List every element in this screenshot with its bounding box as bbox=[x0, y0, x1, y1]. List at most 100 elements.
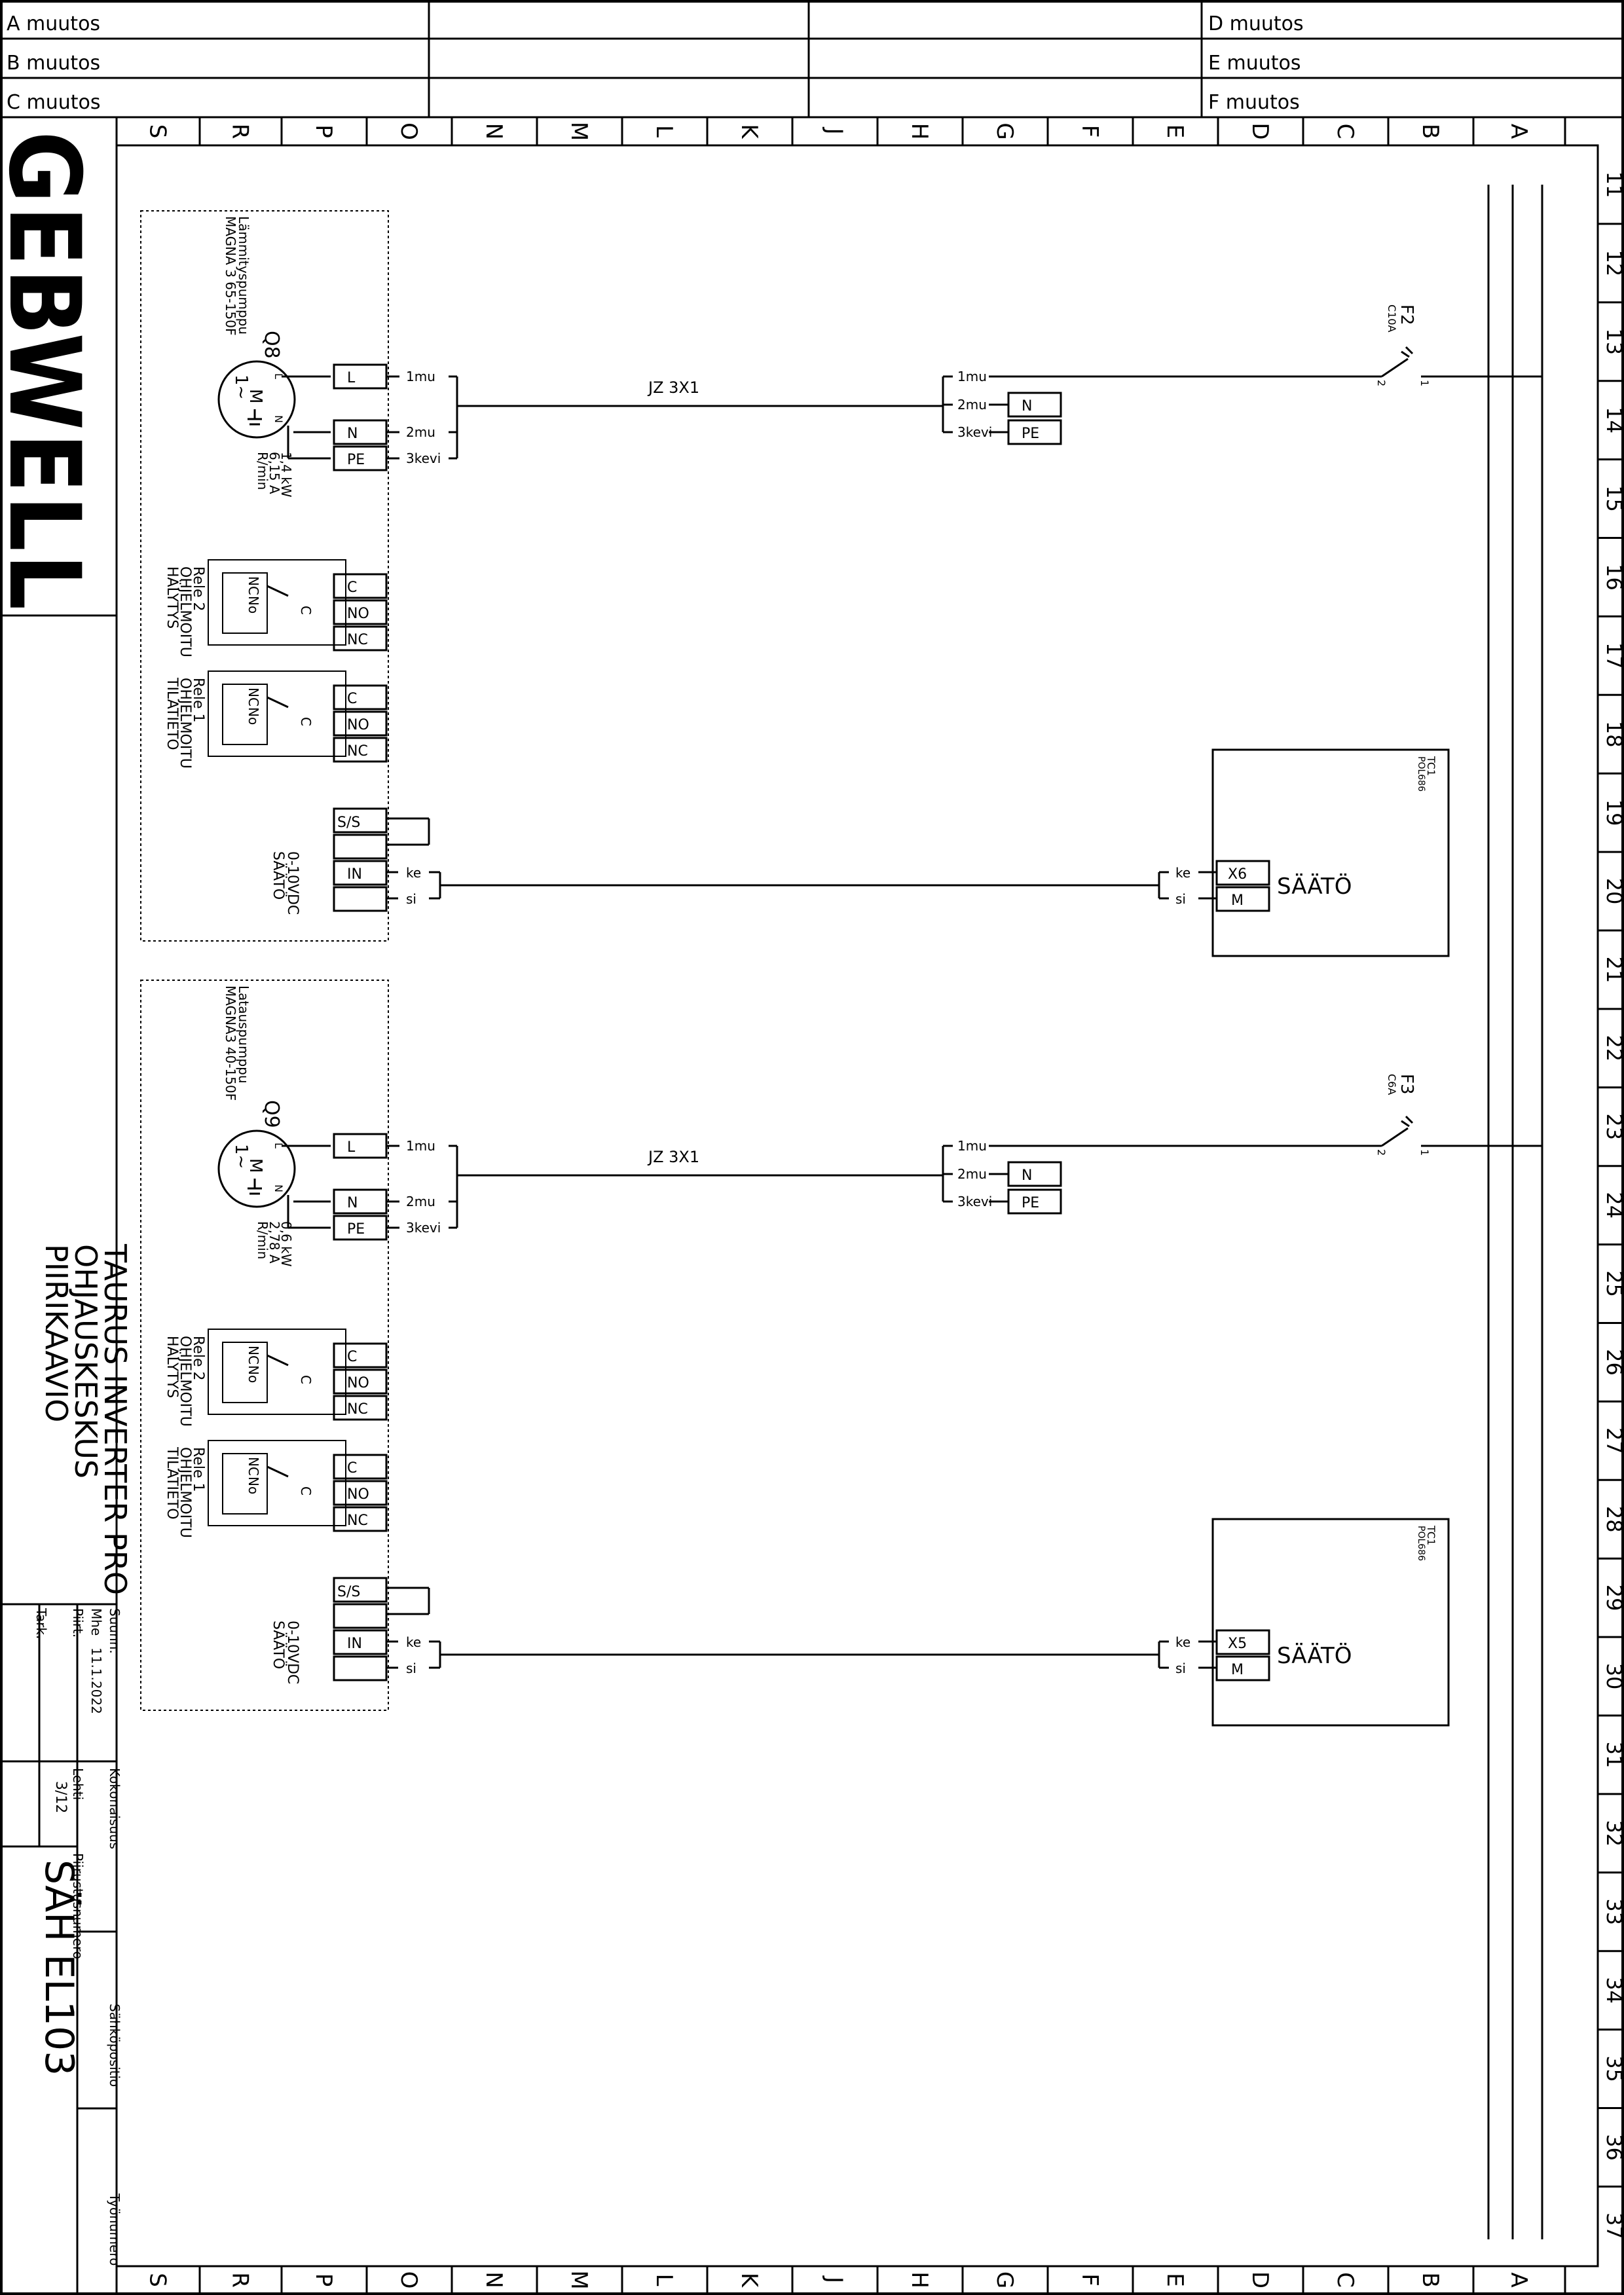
relay-terminal-no bbox=[333, 1480, 388, 1506]
terminal-n bbox=[1007, 1161, 1062, 1187]
zone-letter: E bbox=[1162, 124, 1188, 138]
drawing-number: SÄH EL103 bbox=[36, 1860, 83, 2076]
zone-letter: E bbox=[1162, 2273, 1188, 2286]
relay-label-line: HÄLYTYS bbox=[164, 566, 181, 629]
row-number: 30 bbox=[1602, 1663, 1624, 1690]
fuse-rating: C6A bbox=[1386, 1074, 1398, 1095]
row-number-32: 32 bbox=[1602, 1820, 1624, 1846]
sheet-number: 3/12 bbox=[52, 1781, 69, 1813]
zone-letter: B bbox=[1417, 2272, 1443, 2287]
zone-letter: P bbox=[310, 124, 337, 138]
motor-n-label: N bbox=[272, 415, 285, 423]
zone-letter-s: S bbox=[145, 124, 171, 139]
control-description-line: 0-10VDC bbox=[284, 1621, 301, 1684]
zone-letter-a: A bbox=[1505, 124, 1532, 139]
zone-letter: S bbox=[145, 124, 171, 139]
controller-box bbox=[1211, 1518, 1450, 1727]
revision-c: C muutos bbox=[7, 91, 100, 114]
zone-letter-p: P bbox=[310, 2273, 337, 2287]
cable-label: JZ 3X1 bbox=[647, 378, 699, 397]
row-number-23: 23 bbox=[1602, 1113, 1624, 1140]
fuse-pin: 2 bbox=[1375, 1149, 1388, 1156]
drawing-date: 11.1.2022 bbox=[88, 1647, 104, 1714]
zone-letter-o: O bbox=[396, 2271, 422, 2289]
zone-letter: J bbox=[821, 126, 847, 134]
motor-phase-label: 1~ bbox=[231, 375, 251, 399]
signal-wire-label: ke bbox=[406, 865, 421, 881]
terminal-label: N bbox=[1022, 1167, 1032, 1184]
control-description-line: SÄÄTÖ bbox=[270, 851, 287, 900]
terminal-pe bbox=[1007, 419, 1062, 445]
row-number-28: 28 bbox=[1602, 1506, 1624, 1533]
relay-terminal-no bbox=[333, 710, 388, 737]
zone-letter: N bbox=[481, 123, 507, 139]
relay-label-line: Rele 2 bbox=[190, 1336, 206, 1380]
motor-m-label: M bbox=[246, 1158, 265, 1173]
terminal-label: IN bbox=[347, 866, 362, 883]
zone-letter: B bbox=[1417, 124, 1443, 139]
zone-letter-k: K bbox=[736, 124, 762, 139]
pump-spec-line: 2,78 A bbox=[267, 1221, 282, 1264]
relay-terminal-label: NO bbox=[347, 717, 369, 733]
controller-label: SÄÄTÖ bbox=[1277, 1642, 1352, 1669]
row-number: 23 bbox=[1602, 1113, 1624, 1140]
relay-terminal-c bbox=[333, 1454, 388, 1480]
terminal-label: PE bbox=[347, 452, 365, 468]
terminal-n bbox=[333, 419, 388, 445]
row-number: 37 bbox=[1602, 2212, 1624, 2239]
relay-terminal-label: NC bbox=[347, 1401, 368, 1418]
row-number: 27 bbox=[1602, 1427, 1624, 1454]
terminal-in-common bbox=[333, 1655, 388, 1681]
pump-spec-line: 0,6 kW bbox=[278, 1221, 294, 1267]
pump-description-line: Latauspumppu bbox=[236, 985, 251, 1084]
relay-contact-common: C bbox=[298, 1486, 314, 1496]
row-number: 18 bbox=[1602, 721, 1624, 748]
zone-letter: P bbox=[310, 2273, 337, 2287]
zone-letter: A bbox=[1505, 2272, 1532, 2287]
relay-terminal-c bbox=[333, 684, 388, 710]
terminal-label: PE bbox=[347, 1221, 365, 1238]
relay-symbol-nc: NC bbox=[246, 688, 261, 707]
row-number-27: 27 bbox=[1602, 1427, 1624, 1454]
zone-letter: G bbox=[991, 122, 1018, 139]
zone-letter: C bbox=[1332, 124, 1358, 139]
zone-letter: D bbox=[1247, 2271, 1273, 2288]
terminal-s-s-common bbox=[333, 1603, 388, 1629]
relay-symbol-nc: NC bbox=[246, 576, 261, 595]
relay-terminal-no bbox=[333, 599, 388, 625]
zone-letter-c: C bbox=[1332, 2272, 1358, 2288]
row-number-18: 18 bbox=[1602, 721, 1624, 748]
control-description-line: 0-10VDC bbox=[284, 851, 301, 915]
wire-label: 1mu bbox=[406, 369, 435, 384]
wire-line bbox=[267, 1465, 289, 1478]
wire-line bbox=[267, 585, 289, 597]
pump-description-line: Lämmityspumppu bbox=[236, 216, 251, 335]
revision-b: B muutos bbox=[7, 52, 100, 75]
zone-letter-e: E bbox=[1162, 124, 1188, 138]
controller-terminal-label: M bbox=[1231, 892, 1244, 909]
relay-body bbox=[208, 559, 346, 646]
terminal-label: S/S bbox=[337, 815, 360, 831]
pump-spec-line: 1,4 kW bbox=[278, 452, 294, 498]
controller-box bbox=[1211, 748, 1450, 957]
zone-letter-b: B bbox=[1417, 2272, 1443, 2287]
relay-terminal-nc bbox=[333, 1395, 388, 1421]
motor-l-label: L bbox=[272, 1143, 285, 1148]
relay-label-line: TILATIETO bbox=[164, 677, 180, 750]
relay-symbol-no: No bbox=[246, 707, 261, 725]
zone-letter-h: H bbox=[906, 2271, 932, 2288]
row-number: 19 bbox=[1602, 799, 1624, 826]
row-number-21: 21 bbox=[1602, 957, 1624, 983]
zone-letter-r: R bbox=[227, 124, 253, 139]
zone-letter-e: E bbox=[1162, 2273, 1188, 2286]
lehti-label: Lehti bbox=[70, 1768, 86, 1800]
zone-letter-p: P bbox=[310, 124, 337, 138]
title-block: GEBWELL TAURUS INVERTER PRO OHJAUSKESKUS… bbox=[0, 117, 133, 2294]
